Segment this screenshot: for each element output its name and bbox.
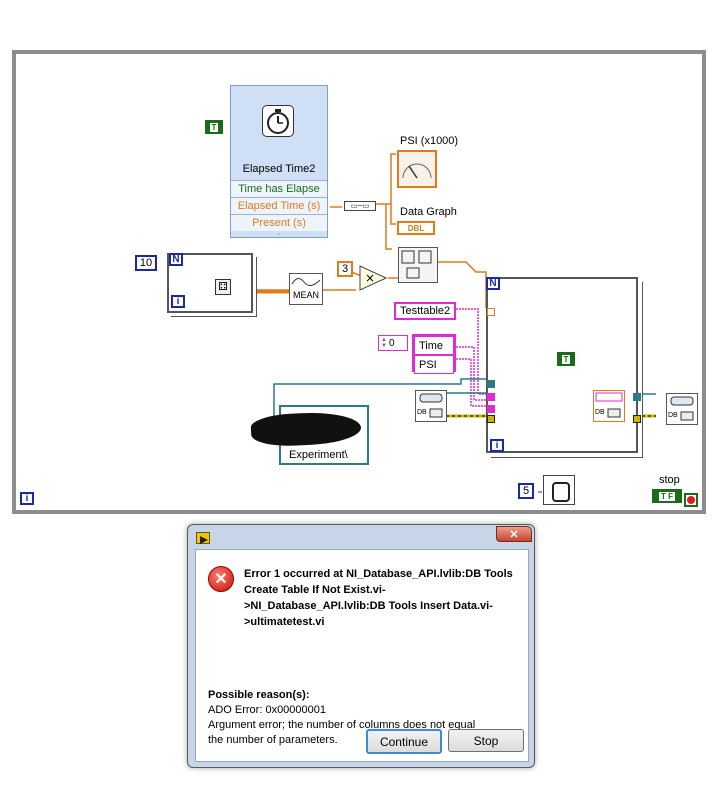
table-name-constant[interactable]: Testtable2	[394, 302, 456, 320]
array-icon	[401, 250, 432, 279]
tunnel-string-2	[487, 405, 495, 413]
output-time-has-elapsed[interactable]: Time has Elapse	[231, 180, 327, 197]
close-button[interactable]: ✕	[496, 526, 532, 542]
tunnel-out-db	[633, 393, 641, 401]
tunnel-error	[487, 415, 495, 423]
continue-button[interactable]: Continue	[366, 729, 442, 754]
db-insert-data-vi[interactable]: DB	[593, 390, 625, 422]
db-close-connection-vi[interactable]: DB	[666, 393, 698, 425]
error-dialog[interactable]: ✕ ✕ Error 1 occurred at NI_Database_API.…	[187, 524, 535, 768]
loop-n-terminal: N	[169, 253, 183, 266]
multiplier-constant[interactable]: 3	[337, 261, 353, 277]
db-open-connection-vi[interactable]: DB	[415, 390, 447, 422]
tunnel-out-error	[633, 415, 641, 423]
multiply-icon: ×	[359, 265, 388, 291]
columns-array-constant[interactable]: Time PSI	[412, 334, 456, 374]
loop-count-constant[interactable]: 10	[135, 255, 157, 271]
column-psi[interactable]: PSI	[414, 355, 454, 374]
stop-button[interactable]: Stop	[448, 729, 524, 752]
dice-icon: ⚃	[215, 279, 231, 295]
block-diagram[interactable]: Elapsed Time2 Time has Elapse Elapsed Ti…	[12, 50, 706, 514]
output-elapsed-time[interactable]: Elapsed Time (s)	[231, 197, 327, 214]
path-suffix: Experiment\	[289, 449, 348, 461]
error-message: Error 1 occurred at NI_Database_API.lvli…	[244, 568, 513, 628]
close-icon: ✕	[509, 528, 519, 541]
inner-i-terminal: i	[490, 439, 504, 452]
stop-button-terminal[interactable]: T F	[652, 489, 682, 503]
reset-true-constant[interactable]: T	[205, 120, 223, 134]
reason-line: the number of parameters.	[208, 734, 338, 746]
create-table-true-constant[interactable]: T	[557, 352, 575, 366]
db-insert-icon	[595, 392, 623, 418]
expand-chevron-icon[interactable]: ⌄	[276, 230, 282, 237]
labview-app-icon	[196, 532, 210, 544]
express-vi-title: Elapsed Time2	[242, 163, 316, 175]
stop-label: stop	[659, 474, 680, 486]
wait-ms-vi[interactable]	[543, 475, 575, 505]
loop-i-terminal: i	[171, 295, 185, 308]
psi-indicator-label: PSI (x1000)	[400, 135, 459, 147]
psi-gauge-indicator[interactable]	[397, 150, 437, 188]
possible-reasons: Possible reason(s): ADO Error: 0x0000000…	[208, 688, 523, 748]
mean-curve-icon	[291, 278, 321, 286]
elapsed-time-express-vi[interactable]: Elapsed Time2 Time has Elapse Elapsed Ti…	[230, 85, 328, 238]
wait-ms-constant[interactable]: 5	[518, 483, 534, 499]
path-constant[interactable]: Experiment\	[250, 405, 369, 465]
stopwatch-icon	[262, 105, 294, 137]
db-close-icon	[670, 396, 694, 421]
for-loop-random[interactable]: ⚃ i N	[167, 253, 253, 313]
tunnel-db	[487, 380, 495, 388]
inner-n-terminal: N	[486, 277, 500, 290]
svg-text:×: ×	[365, 271, 375, 285]
outer-loop-i-terminal: i	[20, 492, 34, 505]
mean-label: MEAN	[292, 290, 319, 300]
multiply-node[interactable]: ×	[359, 265, 388, 291]
array-index-display[interactable]: ▲▼ 0	[378, 335, 408, 351]
reason-line: ADO Error: 0x00000001	[208, 704, 327, 716]
db-open-label: DB	[417, 409, 427, 416]
db-close-label: DB	[668, 412, 678, 419]
db-connection-icon	[419, 393, 443, 418]
mean-vi[interactable]: MEAN	[289, 273, 323, 305]
index-arrows-icon: ▲▼	[381, 337, 387, 349]
array-index-value: 0	[388, 337, 395, 349]
dynamic-data-convert-node[interactable]: ▭─▭	[344, 201, 376, 211]
reasons-heading: Possible reason(s):	[208, 689, 310, 701]
column-time[interactable]: Time	[414, 336, 454, 355]
data-graph-label: Data Graph	[400, 206, 457, 218]
tunnel-string-1	[487, 393, 495, 401]
stop-condition-icon[interactable]	[684, 493, 698, 507]
data-graph-indicator[interactable]: DBL	[397, 221, 435, 235]
dialog-body: ✕ Error 1 occurred at NI_Database_API.lv…	[195, 549, 529, 762]
gauge-icon	[402, 163, 432, 179]
tunnel-numeric	[487, 308, 495, 316]
db-insert-label: DB	[595, 409, 605, 416]
error-icon: ✕	[208, 566, 234, 592]
output-present[interactable]: Present (s)	[231, 214, 327, 231]
build-array-node[interactable]	[398, 247, 438, 283]
wait-watch-icon	[552, 482, 570, 502]
reason-line: Argument error; the number of columns do…	[208, 719, 476, 731]
